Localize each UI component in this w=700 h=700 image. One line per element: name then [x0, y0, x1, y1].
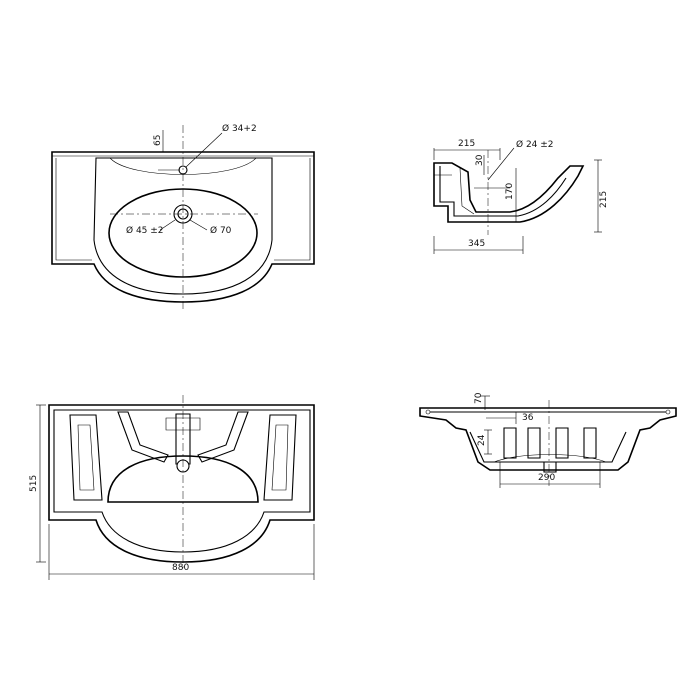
right-bracket — [197, 411, 249, 463]
right-rib-outer — [263, 414, 297, 501]
dim-drain-span: 290 — [538, 473, 555, 483]
dim-foot-width: 36 — [522, 413, 534, 423]
dim-bowl-depth: 170 — [505, 183, 515, 200]
front-bowl-base — [493, 454, 607, 463]
bottom-view-inner-rim — [53, 409, 311, 553]
side-view-inner-profile — [439, 166, 567, 217]
dim-foot-height: 24 — [477, 434, 487, 446]
left-rib-outer — [69, 414, 103, 501]
top-view-left-wing — [55, 158, 92, 261]
side-view: 215 30 Ø 24 ±2 170 215 345 — [433, 139, 609, 254]
drain-outer — [173, 204, 193, 224]
foot-3 — [555, 427, 569, 459]
dim-drain-inner: Ø 45 ±2 — [126, 225, 164, 236]
foot-2 — [527, 427, 541, 459]
dim-width: 880 — [172, 563, 189, 573]
right-fixing-hole — [665, 409, 671, 415]
dim-total-height: 215 — [599, 191, 609, 208]
dim-length: 345 — [468, 239, 485, 249]
dim-tap-hole: Ø 34+2 — [222, 123, 257, 134]
dim-bracket-height: 70 — [474, 392, 484, 404]
bottom-view-bowl — [107, 455, 259, 503]
center-bracket — [175, 413, 191, 465]
front-view: 70 36 24 290 — [419, 392, 677, 488]
dim-overflow-drop: 30 — [475, 154, 485, 166]
side-view-overflow-channel — [459, 167, 475, 215]
tap-boss — [165, 417, 201, 431]
top-view: 65 Ø 34+2 Ø 45 ±2 Ø 70 — [51, 123, 315, 312]
top-view-right-wing — [274, 158, 311, 261]
right-rib-inner — [271, 424, 289, 491]
top-view-inner-deck — [93, 157, 273, 295]
foot-1 — [503, 427, 517, 459]
foot-4 — [583, 427, 597, 459]
dim-overflow-hole: Ø 24 ±2 — [516, 139, 554, 150]
front-view-top-profile — [419, 407, 677, 471]
dim-depth-back: 215 — [458, 139, 475, 149]
dim-depth: 515 — [29, 475, 39, 492]
front-drain — [543, 461, 557, 473]
dim-drain-outer: Ø 70 — [210, 225, 232, 236]
side-view-outer-profile — [433, 162, 585, 223]
dim-overflow-height: 65 — [153, 135, 163, 146]
left-bracket — [117, 411, 169, 463]
left-fixing-hole — [425, 409, 431, 415]
drain-inner — [177, 208, 189, 220]
left-rib-inner — [77, 424, 95, 491]
bottom-view: 515 880 — [29, 395, 315, 580]
bottom-view-outline — [48, 404, 315, 563]
